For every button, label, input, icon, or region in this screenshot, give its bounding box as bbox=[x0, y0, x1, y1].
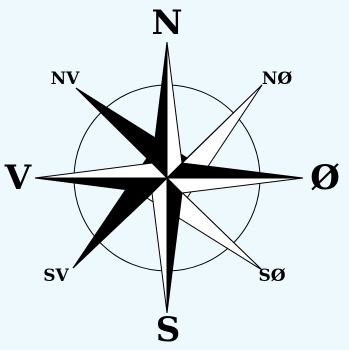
point-south bbox=[152, 178, 182, 313]
label-south: S bbox=[156, 310, 181, 350]
label-northeast: NØ bbox=[262, 69, 293, 89]
label-east: Ø bbox=[310, 158, 340, 198]
label-north: N bbox=[151, 3, 182, 43]
label-northwest: NV bbox=[51, 69, 81, 89]
label-southwest: SV bbox=[43, 266, 69, 286]
point-west bbox=[35, 163, 167, 193]
point-east bbox=[167, 163, 303, 193]
point-north bbox=[152, 42, 182, 178]
label-west: V bbox=[4, 158, 32, 198]
label-southeast: SØ bbox=[258, 266, 285, 286]
